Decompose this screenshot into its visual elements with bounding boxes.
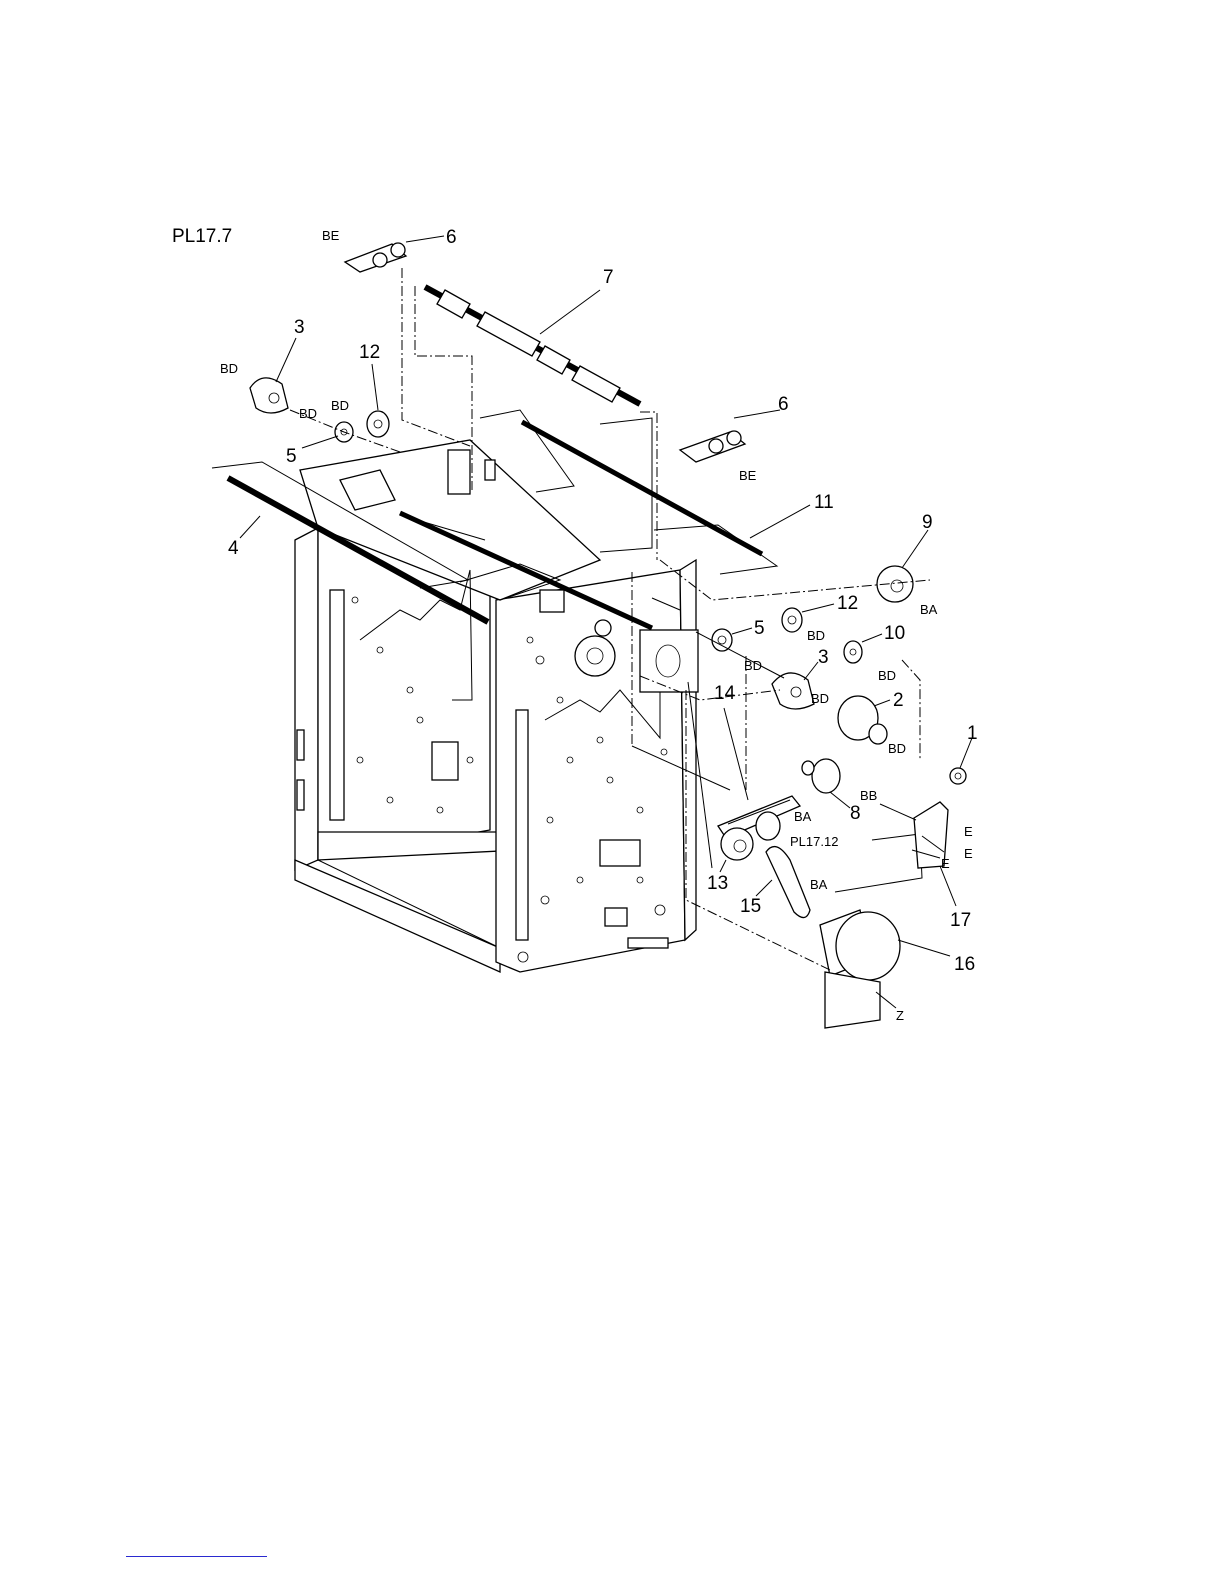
callout-16: 16 bbox=[954, 954, 975, 975]
callout-17: 17 bbox=[950, 910, 971, 931]
code-pl-17-12: PL17.12 bbox=[790, 834, 838, 849]
callout-12-right: 12 bbox=[837, 593, 858, 614]
code-e-c: E bbox=[941, 856, 950, 871]
frame-assembly bbox=[295, 440, 698, 972]
callout-6-right: 6 bbox=[778, 394, 789, 415]
callout-8: 8 bbox=[850, 803, 861, 824]
callout-14: 14 bbox=[714, 683, 736, 704]
code-bb: BB bbox=[860, 788, 877, 803]
callout-2: 2 bbox=[893, 690, 904, 711]
code-e-a: E bbox=[964, 824, 973, 839]
code-bd-12: BD bbox=[807, 628, 825, 643]
code-e-b: E bbox=[964, 846, 973, 861]
callout-10: 10 bbox=[884, 623, 905, 644]
code-z: Z bbox=[896, 1008, 904, 1023]
callout-6-top: 6 bbox=[446, 227, 457, 248]
callout-1: 1 bbox=[967, 723, 978, 744]
callout-4: 4 bbox=[228, 538, 239, 559]
code-bd-2: BD bbox=[888, 741, 906, 756]
code-ba-gear: BA bbox=[794, 809, 812, 824]
callout-7: 7 bbox=[603, 267, 614, 288]
callout-5-left: 5 bbox=[286, 446, 297, 467]
code-bd-10: BD bbox=[878, 668, 896, 683]
code-bd-left-c: BD bbox=[331, 398, 349, 413]
code-ba-15: BA bbox=[810, 877, 828, 892]
code-bd-left-b: BD bbox=[299, 406, 317, 421]
callout-15: 15 bbox=[740, 896, 761, 917]
code-bd-3: BD bbox=[811, 691, 829, 706]
code-bd-left-a: BD bbox=[220, 361, 238, 376]
callout-11: 11 bbox=[814, 492, 834, 513]
code-ba-9: BA bbox=[920, 602, 938, 617]
callout-3-right: 3 bbox=[818, 647, 829, 668]
footer-rule bbox=[126, 1556, 267, 1557]
callout-3-left: 3 bbox=[294, 317, 305, 338]
callout-12-left: 12 bbox=[359, 342, 380, 363]
code-be-top: BE bbox=[322, 228, 340, 243]
code-bd-5: BD bbox=[744, 658, 762, 673]
callout-9: 9 bbox=[922, 512, 933, 533]
callout-5-right: 5 bbox=[754, 618, 765, 639]
callout-13: 13 bbox=[707, 873, 728, 894]
code-be-right: BE bbox=[739, 468, 757, 483]
